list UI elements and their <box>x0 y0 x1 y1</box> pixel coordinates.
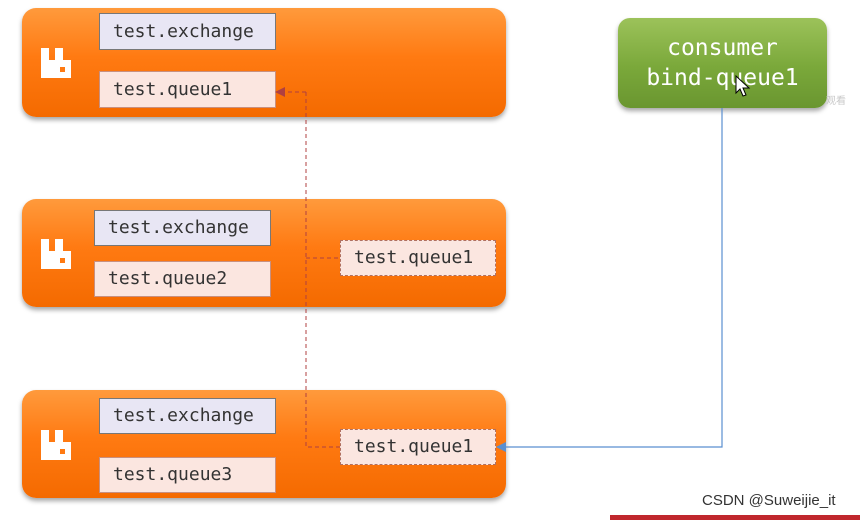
rabbitmq-icon <box>41 48 71 78</box>
consumer-binding: bind-queue1 <box>646 65 799 91</box>
consumer-node: consumer bind-queue1 <box>618 18 827 108</box>
exchange-label-2: test.exchange <box>94 210 271 246</box>
mirror-queue-3: test.queue1 <box>340 429 496 465</box>
queue-label-1: test.queue1 <box>99 71 276 108</box>
exchange-label-3: test.exchange <box>99 398 276 434</box>
rabbitmq-icon <box>41 239 71 269</box>
cursor-icon <box>735 74 751 97</box>
exchange-label-1: test.exchange <box>99 13 276 50</box>
queue-label-2: test.queue2 <box>94 261 271 297</box>
red-bar <box>610 515 860 520</box>
mirror-queue-2: test.queue1 <box>340 240 496 276</box>
overlay-text: 观看 <box>826 96 846 107</box>
watermark: CSDN @Suweijie_it <box>702 492 836 509</box>
consumer-title: consumer <box>667 35 778 61</box>
queue-label-3: test.queue3 <box>99 457 276 493</box>
consumer-link <box>496 108 723 452</box>
sync-link <box>305 92 340 448</box>
rabbitmq-icon <box>41 430 71 460</box>
